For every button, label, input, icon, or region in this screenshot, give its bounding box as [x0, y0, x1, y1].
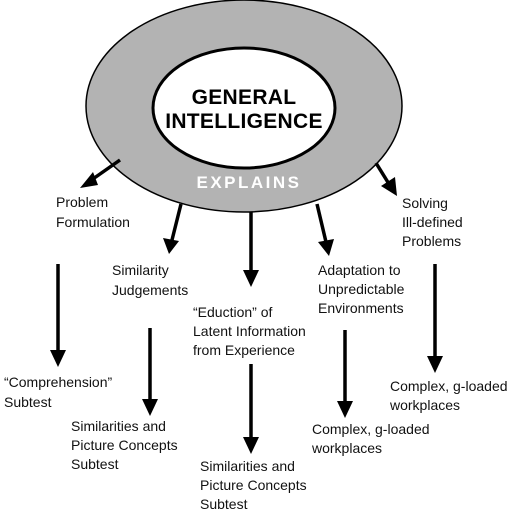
arrow-to-adaptation	[315, 203, 334, 256]
branch-similarity-judgements: Similarity Judgements Similarities and P…	[71, 262, 188, 472]
branch-eduction: “Eduction” of Latent Information from Ex…	[193, 304, 307, 512]
general-intelligence-oval	[151, 46, 337, 170]
branch-adaptation: Adaptation to Unpredictable Environments…	[311, 262, 430, 456]
central-title-line-2: INTELLIGENCE	[165, 110, 323, 133]
arrow-to-workplaces-right	[427, 264, 443, 373]
branch-label: “Eduction” of	[193, 304, 272, 320]
outcome-label: workplaces	[389, 397, 460, 413]
outcome-label: Picture Concepts	[200, 477, 307, 493]
branch-label: Environments	[318, 300, 404, 316]
arrow-to-similarity-judgements	[163, 203, 183, 254]
outcome-label: Similarities and	[71, 418, 166, 434]
branch-label: Adaptation to	[318, 262, 401, 278]
outcome-label: Picture Concepts	[71, 437, 178, 453]
outcome-label: Complex, g-loaded	[390, 378, 508, 394]
arrow-to-eduction	[243, 212, 259, 287]
arrow-to-similarities-subtest-center	[243, 364, 259, 454]
arrow-to-similarities-subtest-left	[142, 328, 158, 416]
branch-problem-formulation: Problem Formulation “Comprehension” Subt…	[4, 194, 130, 410]
outcome-label: Subtest	[200, 496, 248, 512]
branch-label: Similarity	[112, 262, 169, 278]
arrow-to-comprehension-subtest	[50, 264, 66, 367]
outcome-label: Subtest	[4, 394, 52, 410]
branch-label: Latent Information	[193, 323, 306, 339]
branch-label: Ill-defined	[402, 214, 463, 230]
branch-label: Problem	[56, 194, 108, 210]
branch-solving-ill-defined: Solving Ill-defined Problems Complex, g-…	[389, 195, 508, 413]
arrow-to-solving	[374, 162, 397, 196]
branch-label: Solving	[402, 195, 448, 211]
outcome-label: “Comprehension”	[4, 374, 112, 390]
branch-label: Problems	[402, 233, 461, 249]
outcome-label: Similarities and	[200, 458, 295, 474]
explains-label: EXPLAINS	[196, 173, 301, 192]
outcome-label: workplaces	[311, 440, 382, 456]
arrow-to-workplaces-left	[337, 330, 353, 418]
branch-label: Unpredictable	[318, 281, 405, 297]
branch-label: Formulation	[56, 214, 130, 230]
branch-label: from Experience	[193, 342, 295, 358]
central-title-line-1: GENERAL	[192, 86, 297, 109]
outcome-label: Subtest	[71, 456, 119, 472]
branch-label: Judgements	[112, 282, 188, 298]
outcome-label: Complex, g-loaded	[312, 421, 430, 437]
arrow-to-problem-formulation	[80, 158, 122, 188]
